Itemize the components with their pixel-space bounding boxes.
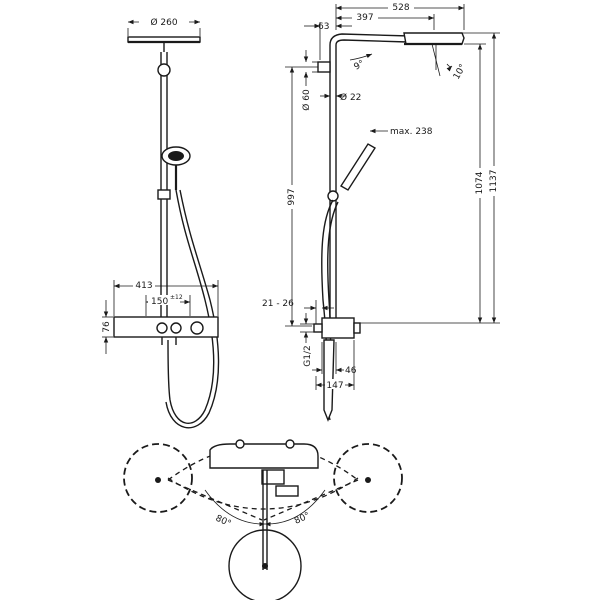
side-head-shower bbox=[403, 32, 465, 45]
knob-left bbox=[156, 322, 168, 334]
side-wall-bracket bbox=[317, 61, 331, 73]
dim-1074: 1074 bbox=[475, 171, 485, 194]
front-wall-bracket bbox=[157, 63, 171, 77]
side-hand-shower bbox=[340, 143, 376, 191]
dim-997: 997 bbox=[287, 188, 297, 205]
dim-76: 76 bbox=[102, 321, 112, 333]
dim-528: 528 bbox=[392, 3, 409, 13]
dim-150-tolerance: ±12 bbox=[170, 294, 183, 301]
dim-dia-22: Ø 22 bbox=[340, 92, 361, 103]
dim-46: 46 bbox=[345, 366, 357, 376]
dim-dia-60: Ø 60 bbox=[301, 89, 312, 111]
dim-21-26: 21 - 26 bbox=[262, 299, 294, 309]
angle-80-left: 80° bbox=[214, 514, 233, 530]
dim-147: 147 bbox=[326, 381, 343, 391]
side-thermostat bbox=[321, 317, 355, 339]
front-slider bbox=[157, 189, 171, 200]
dim-150: 150 bbox=[151, 297, 168, 307]
top-thermostat bbox=[209, 443, 319, 469]
side-view: 528 397 63 9° 10° Ø 60 Ø 22 max. 238 bbox=[262, 1, 500, 422]
knob-center bbox=[170, 322, 182, 334]
dim-g-half: G1/2 bbox=[303, 345, 313, 366]
top-head-shower bbox=[228, 529, 302, 600]
top-view: 80° 80° bbox=[123, 439, 403, 600]
angle-9: 9° bbox=[353, 59, 367, 73]
angle-10: 10° bbox=[452, 63, 469, 82]
knob-right bbox=[190, 321, 204, 335]
angle-80-right: 80° bbox=[293, 511, 312, 527]
dim-1137: 1137 bbox=[489, 170, 499, 193]
dim-max-238: max. 238 bbox=[390, 127, 433, 137]
swivel-left-circle bbox=[123, 443, 193, 513]
dim-397: 397 bbox=[356, 13, 373, 23]
front-view: Ø 260 413 150 ±12 76 bbox=[102, 15, 220, 429]
front-hose bbox=[167, 189, 215, 424]
dim-413: 413 bbox=[135, 281, 152, 291]
dim-63: 63 bbox=[318, 22, 329, 32]
swivel-right-circle bbox=[333, 443, 403, 513]
dim-dia-head: Ø 260 bbox=[150, 17, 177, 28]
side-holder bbox=[327, 190, 339, 202]
